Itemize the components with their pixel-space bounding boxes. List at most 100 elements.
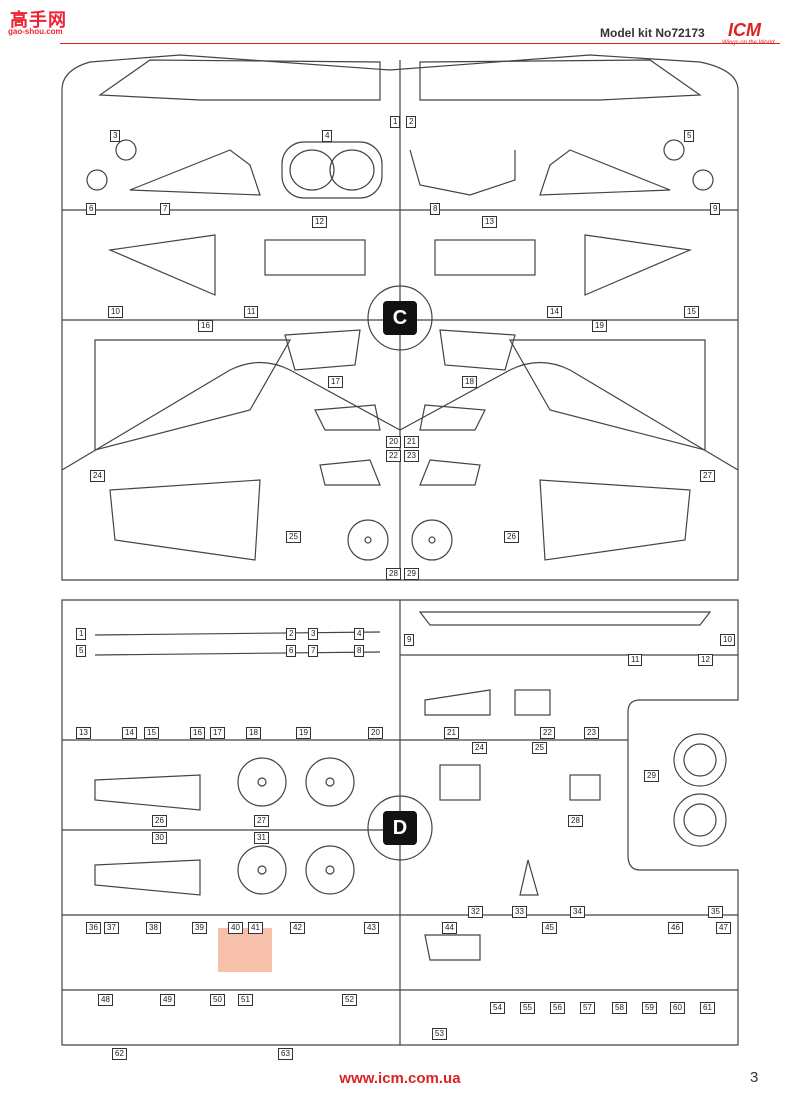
part-number: 24 <box>90 470 105 482</box>
highlighted-part-area <box>218 928 272 972</box>
part-number: 5 <box>684 130 695 142</box>
part-number: 10 <box>720 634 735 646</box>
part-number: 12 <box>698 654 713 666</box>
sprue-label-d: D <box>383 811 417 845</box>
part-number: 60 <box>670 1002 685 1014</box>
part-number: 55 <box>520 1002 535 1014</box>
sprue-label-c: C <box>383 301 417 335</box>
part-number: 1 <box>76 628 87 640</box>
part-number: 6 <box>286 645 297 657</box>
part-number: 20 <box>386 436 401 448</box>
part-number: 6 <box>86 203 97 215</box>
part-number: 22 <box>540 727 555 739</box>
part-number: 4 <box>354 628 365 640</box>
part-number: 15 <box>684 306 699 318</box>
part-number: 37 <box>104 922 119 934</box>
part-number: 23 <box>584 727 599 739</box>
part-number: 50 <box>210 994 225 1006</box>
part-number: 54 <box>490 1002 505 1014</box>
part-number: 38 <box>146 922 161 934</box>
part-number: 46 <box>668 922 683 934</box>
watermark-subtext: gao-shou.com <box>8 27 63 36</box>
part-number: 26 <box>152 815 167 827</box>
part-number: 26 <box>504 531 519 543</box>
part-number: 19 <box>592 320 607 332</box>
part-number: 59 <box>642 1002 657 1014</box>
part-number: 47 <box>716 922 731 934</box>
part-number: 11 <box>628 654 643 666</box>
part-number: 17 <box>328 376 343 388</box>
part-number: 9 <box>710 203 721 215</box>
part-number: 5 <box>76 645 87 657</box>
part-number: 35 <box>708 906 723 918</box>
part-number: 22 <box>386 450 401 462</box>
part-number: 51 <box>238 994 253 1006</box>
part-number: 56 <box>550 1002 565 1014</box>
header-rule <box>60 43 780 44</box>
part-number: 24 <box>472 742 487 754</box>
part-number: 20 <box>368 727 383 739</box>
part-number: 28 <box>386 568 401 580</box>
part-number: 21 <box>404 436 419 448</box>
part-number: 7 <box>308 645 319 657</box>
part-number: 8 <box>354 645 365 657</box>
part-number: 32 <box>468 906 483 918</box>
part-number: 21 <box>444 727 459 739</box>
part-number: 1 <box>390 116 401 128</box>
part-number: 57 <box>580 1002 595 1014</box>
part-number: 9 <box>404 634 415 646</box>
part-number: 18 <box>246 727 261 739</box>
part-number: 3 <box>110 130 121 142</box>
part-number: 63 <box>278 1048 293 1060</box>
kit-number: Model kit No72173 <box>600 26 705 40</box>
part-number: 52 <box>342 994 357 1006</box>
part-number: 2 <box>286 628 297 640</box>
part-number: 53 <box>432 1028 447 1040</box>
part-number: 29 <box>644 770 659 782</box>
part-number: 8 <box>430 203 441 215</box>
footer-url: www.icm.com.ua <box>339 1070 461 1087</box>
part-number: 30 <box>152 832 167 844</box>
part-number: 40 <box>228 922 243 934</box>
part-number: 11 <box>244 306 259 318</box>
part-number: 18 <box>462 376 477 388</box>
part-number: 29 <box>404 568 419 580</box>
part-number: 2 <box>406 116 417 128</box>
part-number: 31 <box>254 832 269 844</box>
part-number: 3 <box>308 628 319 640</box>
part-number: 43 <box>364 922 379 934</box>
part-number: 7 <box>160 203 171 215</box>
part-number: 44 <box>442 922 457 934</box>
part-number: 27 <box>700 470 715 482</box>
part-number: 28 <box>568 815 583 827</box>
part-number: 42 <box>290 922 305 934</box>
part-number: 23 <box>404 450 419 462</box>
part-number: 33 <box>512 906 527 918</box>
part-number: 4 <box>322 130 333 142</box>
part-number: 13 <box>76 727 91 739</box>
brand-logo: ICM <box>728 20 761 40</box>
part-number: 12 <box>312 216 327 228</box>
part-number: 41 <box>248 922 263 934</box>
part-number: 19 <box>296 727 311 739</box>
part-number: 39 <box>192 922 207 934</box>
part-number: 27 <box>254 815 269 827</box>
part-number: 14 <box>122 727 137 739</box>
part-number: 16 <box>198 320 213 332</box>
part-number: 13 <box>482 216 497 228</box>
part-number: 10 <box>108 306 123 318</box>
part-number: 49 <box>160 994 175 1006</box>
part-number: 15 <box>144 727 159 739</box>
brand-tagline: Wings on the World <box>722 40 775 46</box>
part-number: 14 <box>547 306 562 318</box>
page-number: 3 <box>750 1069 759 1086</box>
part-number: 36 <box>86 922 101 934</box>
part-number: 25 <box>532 742 547 754</box>
part-number: 34 <box>570 906 585 918</box>
part-number: 58 <box>612 1002 627 1014</box>
part-number: 17 <box>210 727 225 739</box>
part-number: 25 <box>286 531 301 543</box>
watermark-logo: 高手网 gao-shou.com <box>4 2 74 36</box>
part-number: 45 <box>542 922 557 934</box>
